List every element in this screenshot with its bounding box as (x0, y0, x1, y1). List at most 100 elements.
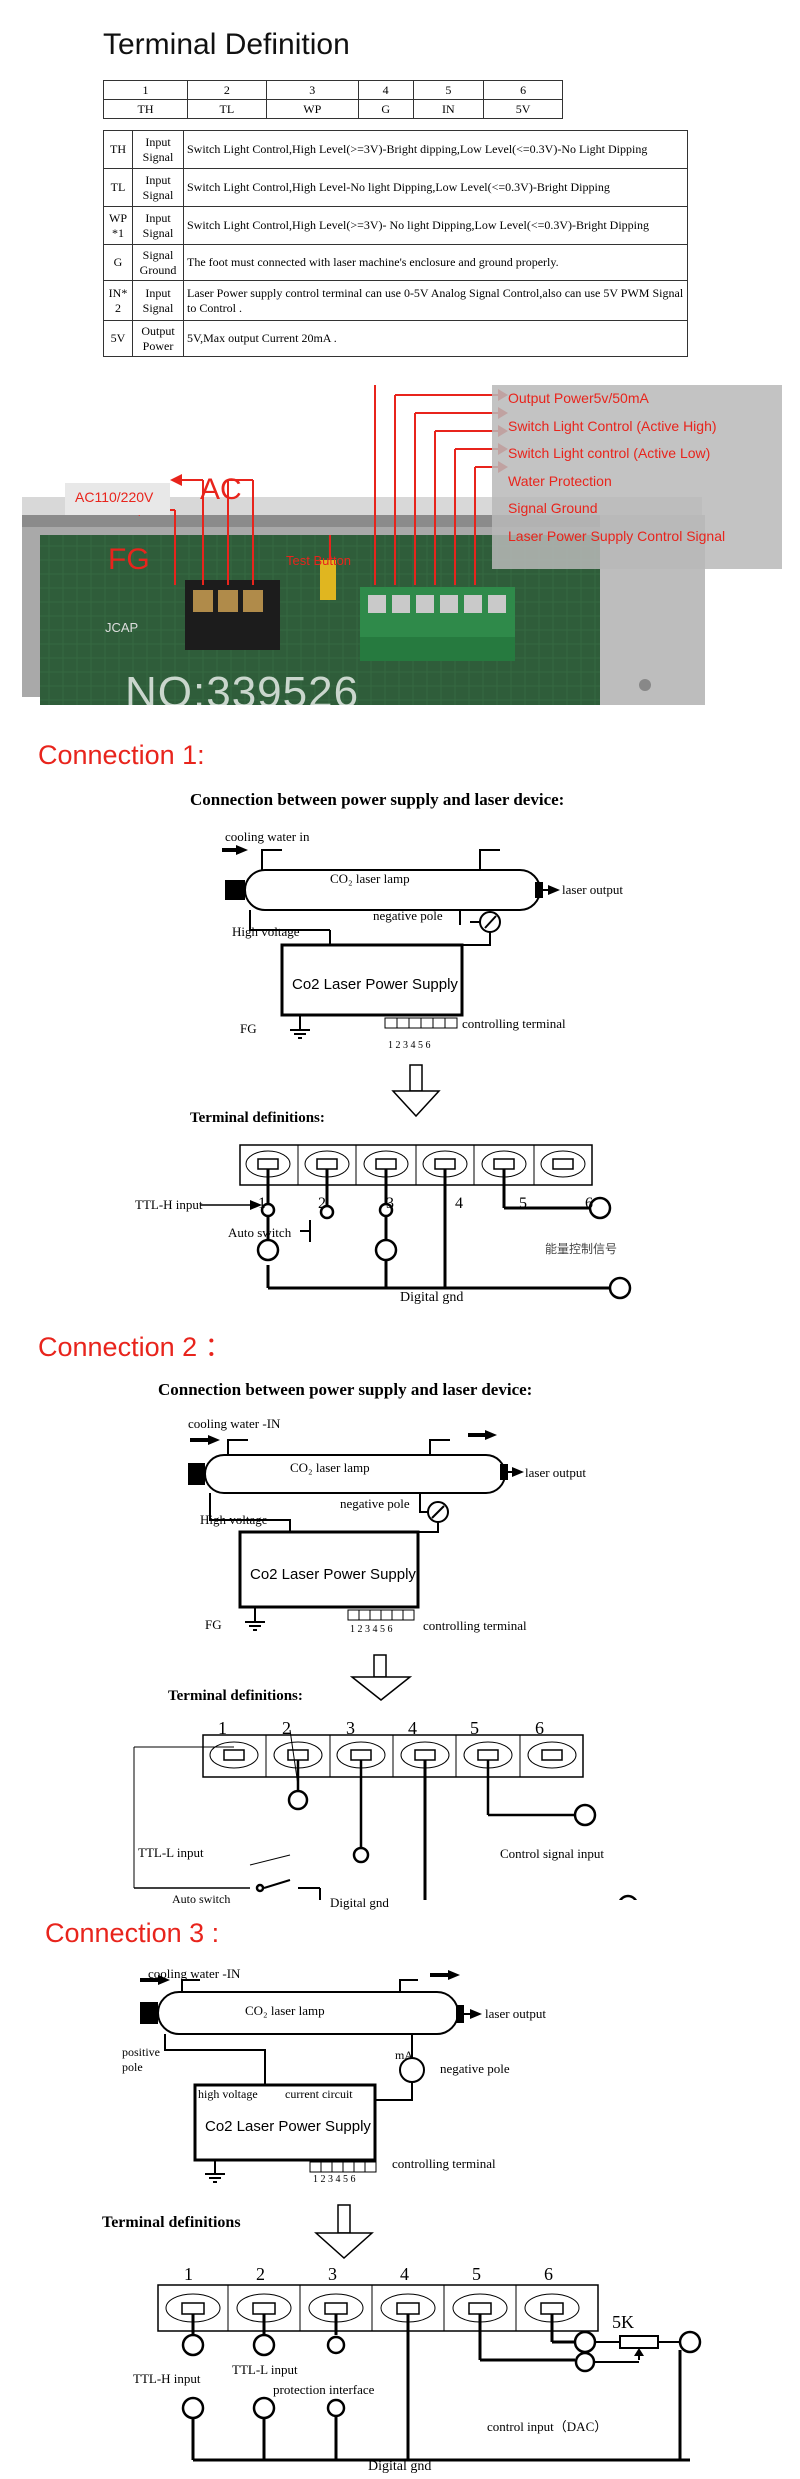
header-code: IN (412, 99, 485, 119)
callout-control-signal: Laser Power Supply Control Signal (508, 527, 726, 544)
connection1-diagram (200, 845, 632, 1300)
c3-terminal-defs: Terminal definitions (102, 2214, 241, 2231)
c3-pot-label: 5K (612, 2312, 634, 2332)
header-num: 1 (102, 80, 189, 100)
c3-digital-gnd: Digital gnd (368, 2459, 432, 2474)
c2-negative-pole: negative pole (340, 1496, 410, 1511)
c3-high-voltage: high voltage (198, 2087, 258, 2101)
c1-pin-2: 2 (318, 1195, 326, 1212)
c1-auto-switch: Auto switch (228, 1225, 292, 1240)
c3-positive-pole: positive pole (122, 2045, 160, 2074)
header-code: TL (187, 99, 267, 119)
def-code: G (103, 244, 133, 281)
c3-ma: mA (395, 2048, 413, 2062)
header-code: WP (265, 99, 359, 119)
c1-chinese-note: 能量控制信号 (545, 1242, 618, 1256)
def-type: Input Signal (132, 280, 184, 321)
c3-pin-2: 2 (256, 2264, 265, 2284)
header-num: 6 (483, 80, 563, 100)
c1-cooling: cooling water in (225, 829, 310, 844)
header-code: 5V (483, 99, 563, 119)
c3-supply: Co2 Laser Power Supply (205, 2118, 371, 2135)
c2-control-signal: Control signal input (500, 1846, 604, 1861)
c3-current-circuit: current circuit (285, 2087, 353, 2101)
def-type: Signal Ground (132, 244, 184, 281)
def-desc: Switch Light Control,High Level-No light… (183, 168, 688, 207)
c1-ttl-input: TTL-H input (135, 1197, 203, 1212)
c2-pin-3: 3 (346, 1718, 355, 1738)
c2-laser-output: laser output (525, 1465, 587, 1480)
connection1-subtitle: Connection between power supply and lase… (190, 790, 565, 809)
c2-supply: Co2 Laser Power Supply (250, 1566, 416, 1583)
c3-lamp: CO₂ laser lamp (245, 2003, 325, 2018)
c2-pins-small: 1 2 3 4 5 6 (350, 1624, 393, 1635)
ac-label: AC (200, 473, 242, 506)
connection3-diagram (140, 1970, 702, 2462)
c1-fg: FG (240, 1021, 257, 1036)
def-code: WP *1 (103, 206, 133, 245)
c1-digital-gnd: Digital gnd (400, 1290, 464, 1305)
callout-panel (492, 385, 782, 569)
callout-signal-ground: Signal Ground (508, 500, 598, 516)
c2-fg: FG (205, 1617, 222, 1632)
watermark: NO:339526 (125, 668, 360, 717)
c1-pin-5: 5 (519, 1195, 527, 1212)
connection2-subtitle: Connection between power supply and lase… (158, 1380, 533, 1399)
c2-cooling: cooling water -IN (188, 1416, 281, 1431)
c3-pins-small: 1 2 3 4 5 6 (313, 2174, 356, 2185)
header-num: 2 (187, 80, 267, 100)
c1-pin-3: 3 (386, 1195, 394, 1212)
c1-laser-output: laser output (562, 882, 624, 897)
c1-pins-small: 1 2 3 4 5 6 (388, 1040, 431, 1051)
def-code: TH (103, 130, 133, 169)
fg-label: FG (108, 543, 150, 576)
c2-digital-gnd: Digital gnd (330, 1895, 389, 1910)
c1-supply: Co2 Laser Power Supply (292, 976, 458, 993)
c2-pin-4: 4 (408, 1718, 417, 1738)
header-code: TH (102, 99, 189, 119)
def-desc: Laser Power supply control terminal can … (183, 280, 688, 321)
c2-pin-5: 5 (470, 1718, 479, 1738)
c3-ttl-h: TTL-H input (133, 2371, 201, 2386)
c2-auto-switch: Auto switch (172, 1892, 231, 1906)
callout-switch-high: Switch Light Control (Active High) (508, 417, 717, 434)
c1-pin-1: 1 (258, 1195, 266, 1212)
c2-pin-2: 2 (282, 1718, 291, 1738)
c2-lamp: CO₂ laser lamp (290, 1460, 370, 1475)
c3-pin-4: 4 (400, 2264, 409, 2284)
c3-pin-5: 5 (472, 2264, 481, 2284)
c1-terminal-defs: Terminal definitions: (190, 1110, 325, 1126)
connection1-title: Connection 1: (38, 740, 205, 770)
def-desc: The foot must connected with laser machi… (183, 244, 688, 281)
c3-control-input: control input（DAC） (487, 2419, 608, 2434)
c2-high-voltage: High voltage (200, 1512, 268, 1527)
c3-pin-6: 6 (544, 2264, 553, 2284)
c1-lamp: CO₂ laser lamp (330, 871, 410, 886)
header-num: 3 (265, 80, 359, 100)
connection2-diagram (133, 1430, 637, 1900)
def-type: Output Power (132, 320, 184, 357)
ac-voltage-label: AC110/220V (75, 489, 154, 505)
c1-pin-6: 6 (585, 1195, 593, 1212)
def-desc: Switch Light Control,High Level(>=3V)-Br… (183, 130, 688, 169)
terminal-header-table: 1 2 3 4 5 6 TH TL WP G IN 5V (102, 80, 563, 119)
c3-controlling-terminal: controlling terminal (392, 2156, 496, 2171)
def-code: TL (103, 168, 133, 207)
callout-switch-low: Switch Light control (Active Low) (508, 445, 711, 461)
callout-water-protection: Water Protection (508, 472, 612, 489)
c3-laser-output: laser output (485, 2006, 547, 2021)
c3-cooling: cooling water -IN (148, 1966, 241, 1981)
brand-label: JCAP (105, 620, 139, 635)
c2-pin-6: 6 (535, 1718, 544, 1738)
c2-controlling-terminal: controlling terminal (423, 1618, 527, 1633)
def-desc: Switch Light Control,High Level(>=3V)- N… (183, 206, 688, 245)
header-code: G (357, 99, 414, 119)
c3-pin-3: 3 (328, 2264, 337, 2284)
connection3-title: Connection 3 : (45, 1918, 220, 1948)
c2-terminal-defs: Terminal definitions: (168, 1688, 303, 1704)
c2-ttl-input: TTL-L input (138, 1845, 204, 1860)
def-type: Input Signal (132, 168, 184, 207)
c3-pin-1: 1 (184, 2264, 193, 2284)
c3-ttl-l: TTL-L input (232, 2362, 298, 2377)
